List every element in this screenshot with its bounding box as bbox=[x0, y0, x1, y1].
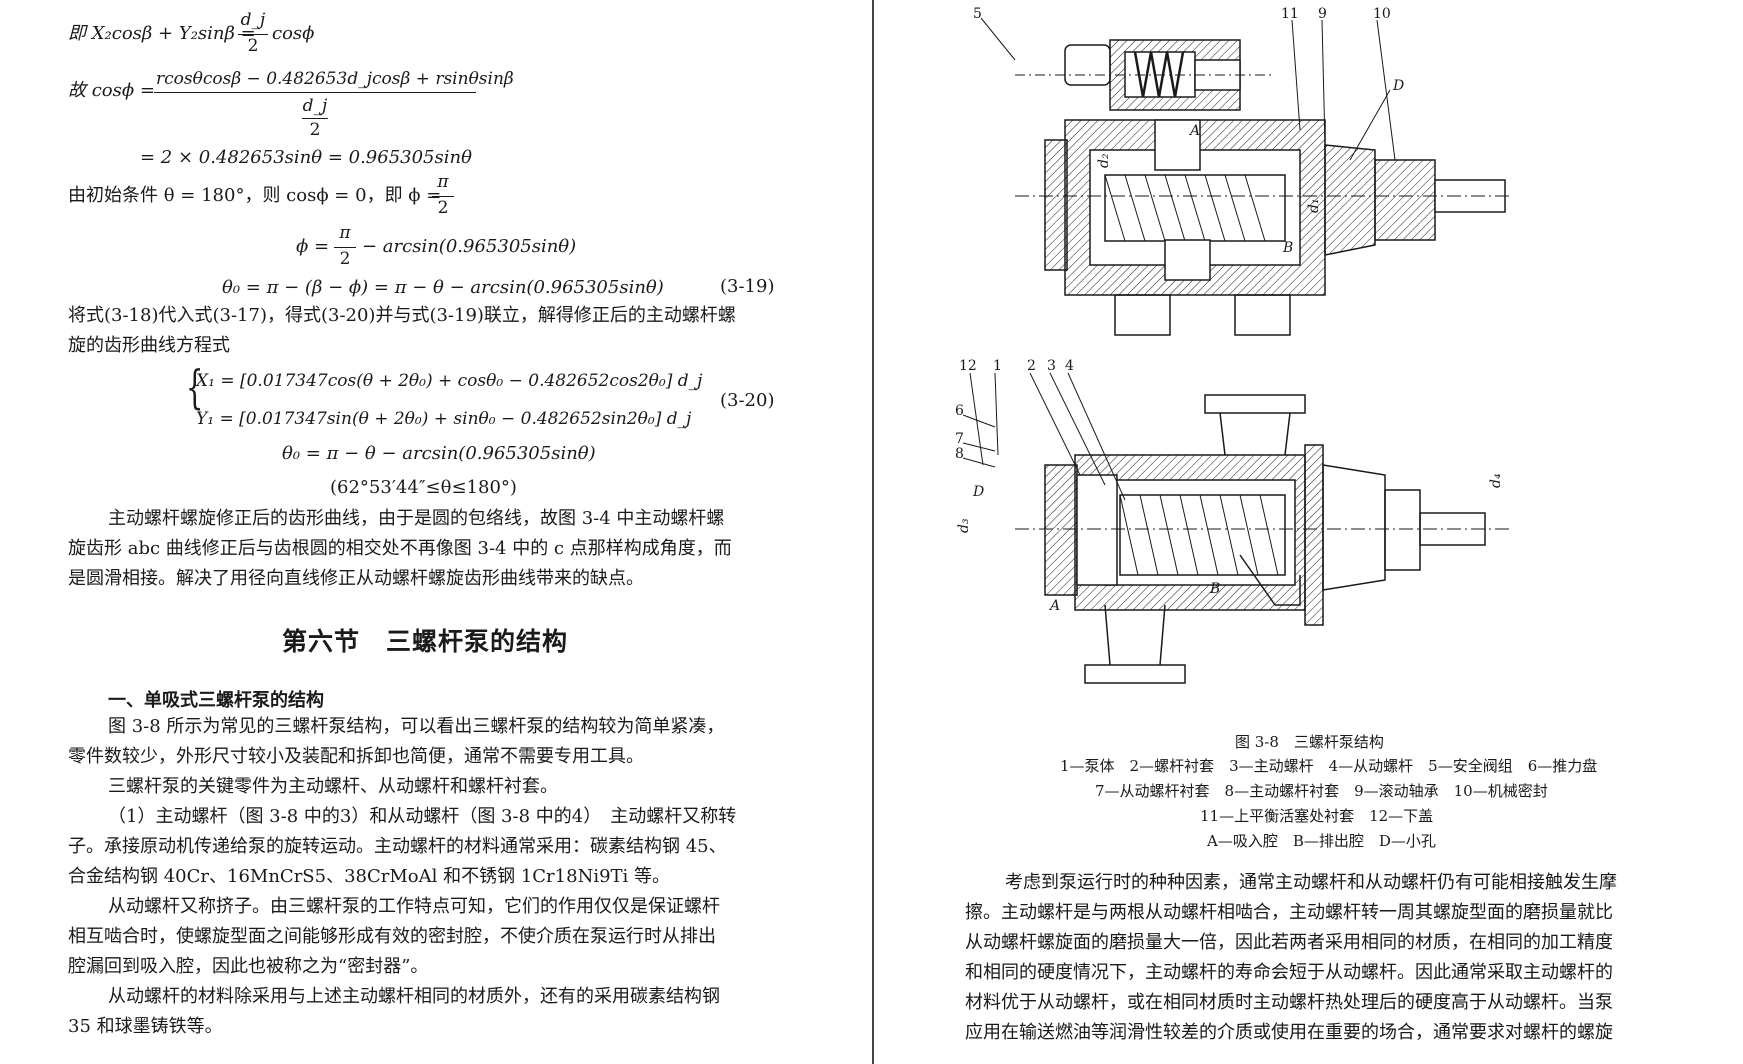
paragraph-2-line-2: 旋齿形 abc 曲线修正后与齿根圆的相交处不再像图 3-4 中的 c 点那样构成… bbox=[68, 538, 732, 559]
equation-4-frac-bar bbox=[334, 247, 356, 248]
label-D-bottom: D bbox=[972, 484, 984, 500]
label-A: A bbox=[1188, 123, 1200, 139]
dim-d4: d₄ bbox=[1488, 473, 1504, 488]
equation-system-y: Y₁ = [0.017347sin(θ + 2θ₀) + sinθ₀ − 0.4… bbox=[196, 409, 692, 429]
right-page: 5 11 9 10 D A B d₂ d₁ bbox=[875, 0, 1743, 1064]
equation-1-rhs: cosϕ bbox=[272, 23, 315, 44]
label-D: D bbox=[1392, 78, 1404, 94]
equation-4-rhs: − arcsin(0.965305sinθ) bbox=[362, 236, 577, 257]
paragraph-5-line-3: 合金结构钢 40Cr、16MnCrS5、38CrMoAl 和不锈钢 1Cr18N… bbox=[68, 866, 671, 887]
equation-1: 即 X₂cosβ + Y₂sinβ = bbox=[68, 23, 256, 45]
initial-condition-frac-num: π bbox=[437, 172, 449, 192]
pump-drawing-bottom: 12 1 2 3 4 6 7 8 D A B d₃ d₄ bbox=[955, 358, 1511, 684]
figure-caption-title: 图 3-8 三螺杆泵结构 bbox=[1235, 733, 1384, 751]
paragraph-4-line-1: 三螺杆泵的关键零件为主动螺杆、从动螺杆和螺杆衬套。 bbox=[108, 776, 558, 797]
initial-condition-frac-den: 2 bbox=[437, 198, 449, 218]
equation-7-range: (62°53′44″≤θ≤180°) bbox=[330, 477, 517, 498]
equation-1-frac-num: d_j bbox=[240, 10, 266, 30]
paragraph-1-line-2: 旋的齿形曲线方程式 bbox=[68, 335, 230, 356]
equation-2-den-bar bbox=[302, 118, 328, 119]
dim-d2: d₂ bbox=[1096, 153, 1112, 168]
equation-2-den-den: 2 bbox=[309, 120, 321, 140]
right-paragraph-line-6: 应用在输送燃油等润滑性较差的介质或使用在重要的场合，通常要求对螺杆的螺旋 bbox=[965, 1022, 1613, 1043]
equation-3: = 2 × 0.482653sinθ = 0.965305sinθ bbox=[140, 147, 472, 168]
label-4: 4 bbox=[1065, 358, 1074, 374]
paragraph-6-line-1: 从动螺杆又称挤子。由三螺杆泵的工作特点可知，它们的作用仅仅是保证螺杆 bbox=[108, 896, 720, 917]
label-10: 10 bbox=[1373, 6, 1391, 22]
equation-5: θ₀ = π − (β − ϕ) = π − θ − arcsin(0.9653… bbox=[222, 277, 664, 298]
right-paragraph-line-4: 和相同的硬度情况下，主动螺杆的寿命会短于从动螺杆。因此通常采取主动螺杆的 bbox=[965, 962, 1613, 983]
label-12: 12 bbox=[959, 358, 977, 374]
right-paragraph-line-1: 考虑到泵运行时的种种因素，通常主动螺杆和从动螺杆仍有可能相接触发生摩 bbox=[1005, 872, 1617, 893]
label-9: 9 bbox=[1318, 6, 1327, 22]
label-7: 7 bbox=[955, 431, 964, 447]
equation-2-lhs: 故 cosϕ = bbox=[68, 80, 155, 101]
paragraph-3-line-2: 零件数较少，外形尺寸较小及装配和拆卸也简便，通常不需要专用工具。 bbox=[68, 746, 644, 767]
figure-legend-line-2: 7—从动螺杆衬套 8—主动螺杆衬套 9—滚动轴承 10—机械密封 bbox=[1095, 782, 1548, 800]
paragraph-7-line-1: 从动螺杆的材料除采用与上述主动螺杆相同的材质外，还有的采用碳素结构钢 bbox=[108, 986, 720, 1007]
equation-system-brace: { bbox=[185, 360, 204, 414]
label-8: 8 bbox=[955, 446, 964, 462]
initial-condition-frac-bar bbox=[432, 196, 454, 197]
paragraph-7-line-2: 35 和球墨铸铁等。 bbox=[68, 1016, 223, 1037]
equation-4-lhs: ϕ = bbox=[296, 236, 330, 257]
equation-2-den-num: d_j bbox=[302, 96, 328, 116]
safety-valve-assembly bbox=[1015, 39, 1275, 111]
equation-1-frac-bar bbox=[238, 34, 268, 35]
label-1: 1 bbox=[993, 358, 1002, 374]
figure-legend-line-4: A—吸入腔 B—排出腔 D—小孔 bbox=[1207, 832, 1436, 850]
section-heading: 第六节 三螺杆泵的结构 bbox=[282, 627, 569, 656]
figure-legend-line-3: 11—上平衡活塞处衬套 12—下盖 bbox=[1200, 807, 1434, 825]
right-paragraph-line-3: 从动螺杆螺旋面的磨损量大一倍，因此若两者采用相同的材质，在相同的加工精度 bbox=[965, 932, 1613, 953]
paragraph-1-line-1: 将式(3-18)代入式(3-17)，得式(3-20)并与式(3-19)联立，解得… bbox=[68, 305, 736, 326]
page-gutter bbox=[872, 0, 874, 1064]
equation-4-frac-den: 2 bbox=[339, 249, 351, 269]
pump-body-bottom bbox=[1015, 394, 1511, 684]
pump-body-top bbox=[1015, 119, 1511, 336]
equation-1-lhs: 即 X₂cosβ + Y₂sinβ = bbox=[68, 23, 256, 44]
paragraph-3-line-1: 图 3-8 所示为常见的三螺杆泵结构，可以看出三螺杆泵的结构较为简单紧凑， bbox=[108, 716, 725, 737]
paragraph-6-line-3: 腔漏回到吸入腔，因此也被称之为“密封器”。 bbox=[68, 956, 429, 977]
equation-2-frac-bar bbox=[154, 92, 476, 93]
label-B: B bbox=[1282, 240, 1293, 256]
label-3: 3 bbox=[1047, 358, 1056, 374]
label-B-bottom: B bbox=[1209, 581, 1220, 597]
left-page: 即 X₂cosβ + Y₂sinβ = d_j 2 cosϕ 故 cosϕ = … bbox=[68, 10, 775, 1037]
equation-4-frac-num: π bbox=[339, 223, 351, 243]
dim-d1: d₁ bbox=[1306, 198, 1322, 213]
right-paragraph-line-5: 材料优于从动螺杆，或在相同材质时主动螺杆热处理后的硬度高于从动螺杆。当泵 bbox=[965, 992, 1613, 1013]
label-2: 2 bbox=[1027, 358, 1036, 374]
label-5: 5 bbox=[973, 6, 982, 22]
paragraph-2-line-1: 主动螺杆螺旋修正后的齿形曲线，由于是圆的包络线，故图 3-4 中主动螺杆螺 bbox=[108, 508, 725, 529]
paragraph-6-line-2: 相互啮合时，使螺旋型面之间能够形成有效的密封腔，不使介质在泵运行时从排出 bbox=[68, 926, 716, 947]
label-6: 6 bbox=[955, 403, 964, 419]
equation-number-3-19: (3-19) bbox=[720, 276, 775, 297]
label-11: 11 bbox=[1281, 6, 1299, 22]
paragraph-2-line-3: 是圆滑相接。解决了用径向直线修正从动螺杆螺旋齿形曲线带来的缺点。 bbox=[68, 568, 644, 589]
equation-2-numerator: rcosθcosβ − 0.482653d_jcosβ + rsinθsinβ bbox=[156, 69, 514, 89]
paragraph-5-line-1: （1）主动螺杆（图 3-8 中的3）和从动螺杆（图 3-8 中的4） 主动螺杆又… bbox=[108, 806, 737, 827]
equation-6: θ₀ = π − θ − arcsin(0.965305sinθ) bbox=[282, 443, 596, 464]
equation-system-x: X₁ = [0.017347cos(θ + 2θ₀) + cosθ₀ − 0.4… bbox=[196, 371, 703, 391]
paragraph-5-line-2: 子。承接原动机传递给泵的旋转运动。主动螺杆的材料通常采用：碳素结构钢 45、 bbox=[68, 836, 727, 857]
label-A-bottom: A bbox=[1048, 598, 1060, 614]
equation-1-frac-den: 2 bbox=[247, 36, 259, 56]
initial-condition-text: 由初始条件 θ = 180°，则 cosϕ = 0，即 ϕ = bbox=[68, 185, 442, 206]
right-paragraph-line-2: 擦。主动螺杆是与两根从动螺杆相啮合，主动螺杆转一周其螺旋型面的磨损量就比 bbox=[965, 902, 1613, 923]
dim-d3: d₃ bbox=[956, 518, 972, 533]
equation-number-3-20: (3-20) bbox=[720, 390, 775, 411]
subsection-heading: 一、单吸式三螺杆泵的结构 bbox=[108, 690, 324, 711]
pump-drawing-top: 5 11 9 10 D A B d₂ d₁ bbox=[973, 6, 1511, 336]
figure-legend-line-1: 1—泵体 2—螺杆衬套 3—主动螺杆 4—从动螺杆 5—安全阀组 6—推力盘 bbox=[1060, 757, 1598, 775]
